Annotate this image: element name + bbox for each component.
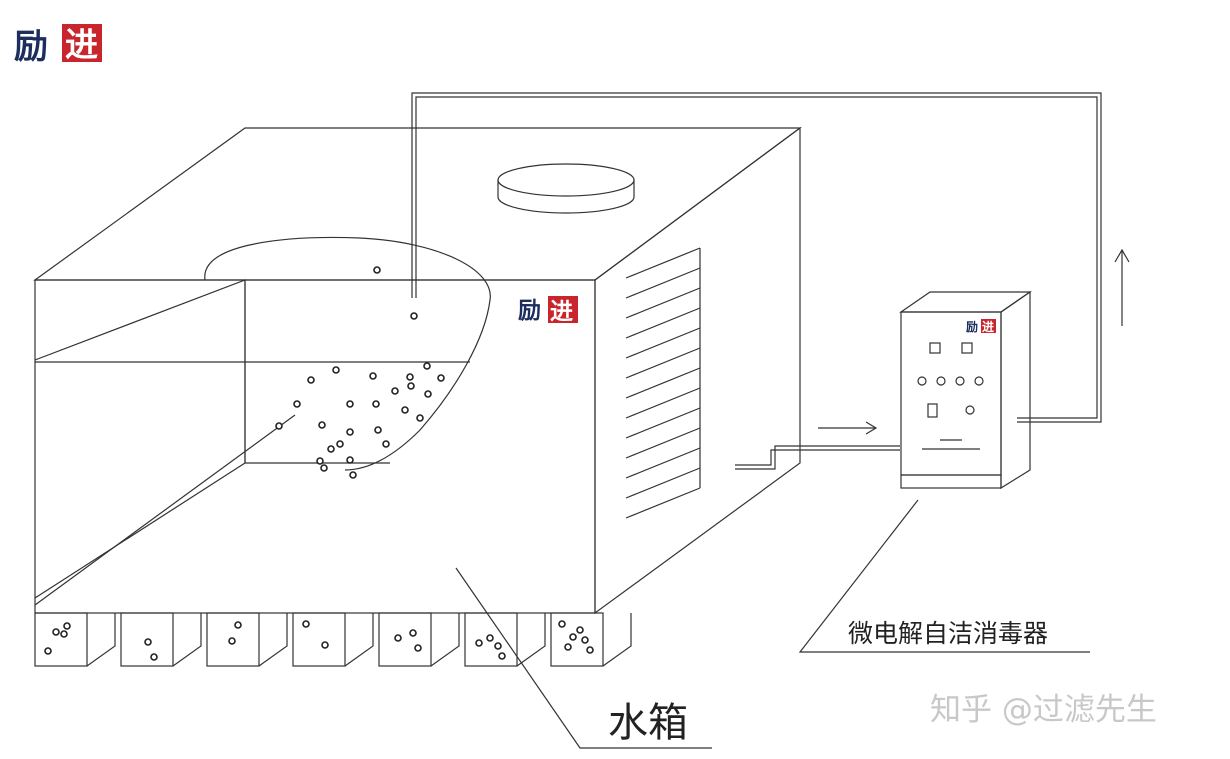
device-base xyxy=(900,474,1002,489)
ladder-rung xyxy=(625,287,701,319)
ladder-rung xyxy=(625,347,701,379)
bubble xyxy=(293,400,301,408)
base-block xyxy=(378,612,460,667)
base-block xyxy=(206,612,288,667)
base-blocks xyxy=(34,612,632,667)
indicator-square xyxy=(961,342,973,354)
bubble xyxy=(416,414,424,422)
base-block xyxy=(292,612,374,667)
bubble xyxy=(346,400,354,408)
device-switch xyxy=(927,403,938,418)
cutaway-outline xyxy=(204,236,491,471)
bubble xyxy=(369,372,377,380)
device-logo-li: 励 xyxy=(966,320,978,334)
indicator-light xyxy=(974,376,984,386)
bubble xyxy=(372,400,380,408)
bubble xyxy=(307,376,315,384)
bubble xyxy=(382,440,390,448)
ladder-rung xyxy=(625,467,701,499)
arrow-up-icon xyxy=(1114,248,1130,326)
ladder-rung xyxy=(625,387,701,419)
ladder-rung xyxy=(625,407,701,439)
ladder-rung xyxy=(625,307,701,339)
logo-text-jin: 进 xyxy=(65,25,98,64)
tank-label: 水箱 xyxy=(608,700,688,746)
base-block xyxy=(464,612,546,667)
bubble xyxy=(401,406,409,414)
device-leader-line xyxy=(798,499,1090,653)
device-front-face xyxy=(900,311,1002,476)
arrow-right-icon xyxy=(818,421,878,435)
bubble xyxy=(346,456,354,464)
ladder-rung xyxy=(625,427,701,459)
tank-top-face xyxy=(33,127,802,281)
indicator-light xyxy=(955,376,965,386)
tank-logo-jin: 进 xyxy=(550,298,573,325)
logo-text-li: 励 xyxy=(14,27,48,67)
brand-logo: 励 进 xyxy=(14,24,102,67)
bubble xyxy=(318,421,326,429)
side-ladder xyxy=(625,247,701,519)
bubble xyxy=(275,422,283,430)
manhole-rim xyxy=(497,180,635,214)
ladder-rung xyxy=(625,247,701,279)
bubble xyxy=(320,464,328,472)
base-block xyxy=(120,612,202,667)
device-label: 微电解自洁消毒器 xyxy=(848,619,1048,648)
ladder-rung xyxy=(625,487,701,519)
tank-front-face xyxy=(34,279,596,614)
manhole-cover xyxy=(497,163,635,197)
ladder-rung xyxy=(625,267,701,299)
piping xyxy=(411,92,1102,470)
bubble xyxy=(437,374,445,382)
tank-interior-floor-diagonal xyxy=(34,462,246,599)
device-top-face xyxy=(899,291,1032,313)
bubble xyxy=(316,457,324,465)
return-pipe-outer xyxy=(411,92,1102,423)
base-block xyxy=(34,612,116,667)
tank-interior-floor-diagonal-2 xyxy=(34,414,296,606)
watermark: 知乎 @过滤先生 xyxy=(930,692,1157,728)
return-pipe-inner xyxy=(415,96,1098,419)
indicator-square xyxy=(929,342,941,354)
device-logo-badge xyxy=(981,319,996,333)
bubble xyxy=(424,390,432,398)
tank-logo: 励 进 xyxy=(518,296,578,325)
bubble xyxy=(407,382,415,390)
ladder-rung xyxy=(625,327,701,359)
indicator-light xyxy=(917,376,927,386)
ladder-rung xyxy=(625,367,701,399)
device-knob xyxy=(965,405,975,415)
bubble xyxy=(391,387,399,395)
bubble xyxy=(346,428,354,436)
bubble xyxy=(336,440,344,448)
tank-leader-line xyxy=(455,567,712,749)
inlet-pipe-inner xyxy=(735,449,900,466)
bubble xyxy=(349,471,357,479)
tank-side-face xyxy=(594,126,801,615)
base-block xyxy=(550,612,632,667)
bubble xyxy=(406,373,414,381)
device-side-face xyxy=(1000,290,1031,490)
disinfector-device: 励 进 xyxy=(899,290,1032,490)
bubble xyxy=(423,362,431,370)
logo-badge xyxy=(62,24,102,62)
bubble xyxy=(373,266,381,274)
bubble xyxy=(410,312,418,320)
bubble xyxy=(374,426,382,434)
water-tank: 励 进 xyxy=(33,126,802,667)
tank-interior-corner xyxy=(34,279,246,463)
device-logo-jin: 进 xyxy=(982,319,994,334)
bubble xyxy=(327,445,335,453)
indicator-light xyxy=(936,376,946,386)
water-bubbles xyxy=(275,266,445,479)
tank-logo-li: 励 xyxy=(518,297,541,324)
flow-arrows xyxy=(818,248,1130,435)
device-logo: 励 进 xyxy=(966,319,996,334)
bubble xyxy=(332,366,340,374)
tank-logo-badge xyxy=(548,296,578,323)
inlet-pipe-outer xyxy=(735,445,900,470)
ladder-rung xyxy=(625,447,701,479)
